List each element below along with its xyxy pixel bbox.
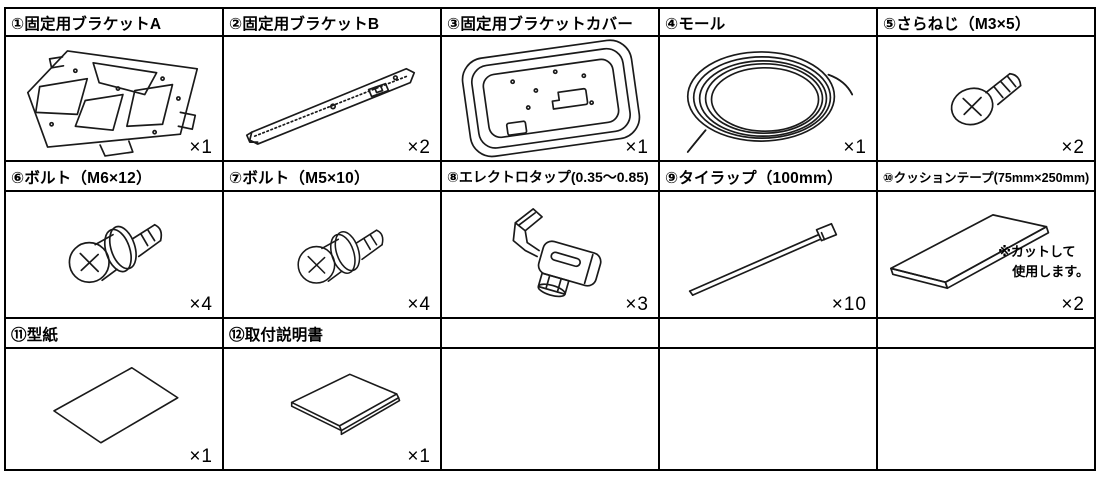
part-qty: ×1 <box>625 137 649 158</box>
empty-image-cell <box>442 349 660 471</box>
part-image-molding: ×1 <box>660 37 878 162</box>
part-qty: ×10 <box>831 294 867 315</box>
part-image-bolt-m5: ×4 <box>224 192 442 319</box>
part-label-manual: ⑫取付説明書 <box>224 319 442 349</box>
part-image-bracket-a: ×1 <box>6 37 224 162</box>
part-label-molding: ④モール <box>660 9 878 37</box>
template-sheet-illustration <box>53 366 179 444</box>
cut-note-line1: ※カットして <box>998 244 1076 259</box>
part-label-bracket-b: ②固定用ブラケットB <box>224 9 442 37</box>
part-name: ⑦ボルト（M5×10） <box>229 169 370 187</box>
part-image-tie-wrap: ×10 <box>660 192 878 319</box>
part-label-bracket-a: ①固定用ブラケットA <box>6 9 224 37</box>
part-image-flat-screw: ×2 <box>878 37 1096 162</box>
part-name: ⑤さらねじ（M3×5） <box>883 15 1031 33</box>
bolt-illustration <box>297 229 384 284</box>
part-qty: ×1 <box>189 446 213 467</box>
part-name: ⑪型紙 <box>11 326 59 344</box>
cut-note: ※カットして 使用します。 <box>998 242 1089 282</box>
electro-tap-illustration <box>512 208 602 298</box>
part-name: ②固定用ブラケットB <box>229 15 380 33</box>
parts-table: ①固定用ブラケットA ②固定用ブラケットB ③固定用ブラケットカバー ④モール … <box>4 7 1096 471</box>
part-image-template: ×1 <box>6 349 224 471</box>
cut-note-line2: 使用します。 <box>1012 264 1089 280</box>
part-qty: ×1 <box>189 137 213 158</box>
part-label-bolt-m6: ⑥ボルト（M6×12） <box>6 162 224 192</box>
empty-label-cell <box>878 319 1096 349</box>
part-name: ③固定用ブラケットカバー <box>447 15 634 33</box>
part-image-bolt-m6: ×4 <box>6 192 224 319</box>
part-image-cushion-tape: ※カットして 使用します。 ×2 <box>878 192 1096 319</box>
instruction-manual-illustration <box>290 373 401 436</box>
part-qty: ×2 <box>407 137 431 158</box>
bolt-illustration <box>68 223 163 284</box>
part-label-flat-screw: ⑤さらねじ（M3×5） <box>878 9 1096 37</box>
part-qty: ×2 <box>1061 294 1085 315</box>
part-qty: ×3 <box>625 294 649 315</box>
part-label-electro-tap: ⑧エレクトロタップ(0.35～0.85) <box>442 162 660 192</box>
tie-wrap-illustration <box>688 222 838 296</box>
bracket-a-illustration <box>26 50 199 157</box>
part-label-tie-wrap: ⑨タイラップ（100mm） <box>660 162 878 192</box>
empty-image-cell <box>878 349 1096 471</box>
part-label-bolt-m5: ⑦ボルト（M5×10） <box>224 162 442 192</box>
part-name: ⑩クッションテープ(75mm×250mm) <box>883 171 1090 185</box>
part-image-bracket-b: ×2 <box>224 37 442 162</box>
part-label-template: ⑪型紙 <box>6 319 224 349</box>
flat-head-screw-illustration <box>950 72 1022 126</box>
part-image-electro-tap: ×3 <box>442 192 660 319</box>
empty-image-cell <box>660 349 878 471</box>
part-qty: ×4 <box>407 294 431 315</box>
molding-coil-illustration <box>686 51 854 153</box>
part-qty: ×4 <box>189 294 213 315</box>
bracket-cover-illustration <box>461 39 641 158</box>
part-qty: ×1 <box>407 446 431 467</box>
empty-label-cell <box>442 319 660 349</box>
part-qty: ×2 <box>1061 137 1085 158</box>
part-name: ⑨タイラップ（100mm） <box>665 169 843 187</box>
part-name: ⑥ボルト（M6×12） <box>11 169 152 187</box>
part-name: ⑧エレクトロタップ(0.35～0.85) <box>447 168 649 185</box>
part-label-bracket-cover: ③固定用ブラケットカバー <box>442 9 660 37</box>
part-name: ④モール <box>665 15 726 33</box>
bracket-b-illustration <box>245 67 416 145</box>
empty-label-cell <box>660 319 878 349</box>
part-qty: ×1 <box>843 137 867 158</box>
part-name: ⑫取付説明書 <box>229 326 324 344</box>
part-label-cushion-tape: ⑩クッションテープ(75mm×250mm) <box>878 162 1096 192</box>
part-image-manual: ×1 <box>224 349 442 471</box>
part-name: ①固定用ブラケットA <box>11 15 162 33</box>
part-image-bracket-cover: ×1 <box>442 37 660 162</box>
cushion-tape-illustration <box>890 214 1050 290</box>
